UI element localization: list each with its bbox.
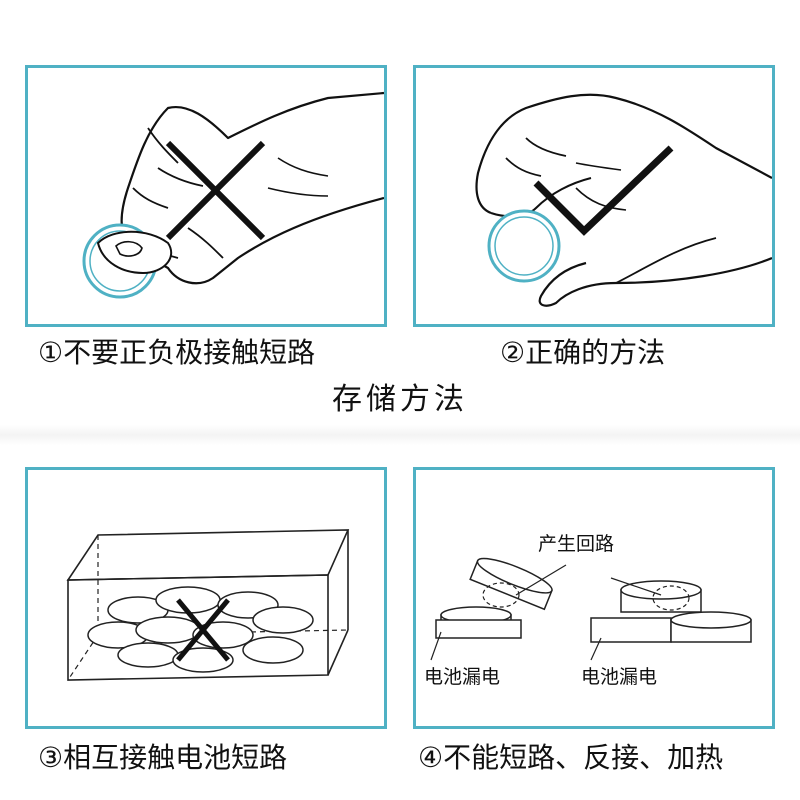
loop-label: 产生回路 (538, 533, 615, 555)
panel-box-storage (25, 467, 387, 729)
caption-wrong-grip: ①不要正负极接触短路 (38, 336, 316, 369)
hand-side-grip-illustration (475, 93, 772, 307)
cross-icon (176, 598, 230, 662)
page-title: 存储方法 (332, 382, 468, 417)
caption-box-storage: ③相互接触电池短路 (38, 741, 288, 774)
box-with-coins-illustration (66, 529, 350, 681)
check-icon (533, 145, 674, 236)
leak-label-left: 电池漏电 (424, 666, 501, 688)
hand-pinch-illustration (82, 91, 384, 299)
divider-band (0, 425, 800, 445)
leak-label-right: 电池漏电 (581, 666, 658, 688)
panel-wrong-grip (25, 65, 387, 327)
stacked-batteries-illustration (430, 557, 752, 661)
panel-correct-grip (413, 65, 775, 327)
caption-short-circuit: ④不能短路、反接、加热 (418, 741, 724, 774)
cross-icon (165, 140, 266, 241)
caption-correct-grip: ②正确的方法 (500, 336, 666, 369)
panel-short-circuit: 产生回路 电池漏电 电池漏电 (413, 467, 775, 729)
